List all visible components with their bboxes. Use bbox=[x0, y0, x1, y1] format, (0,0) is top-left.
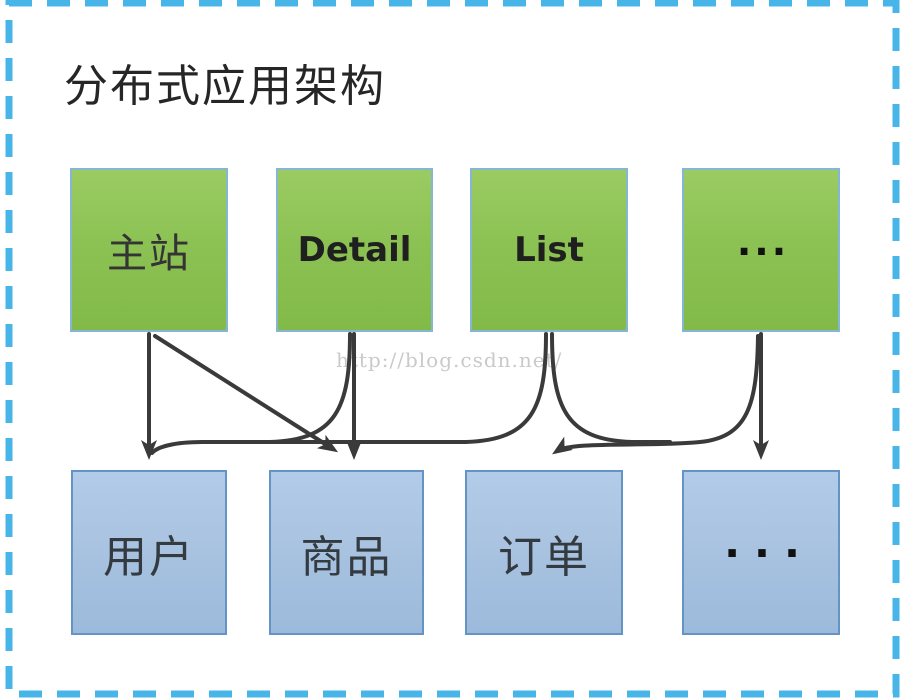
node-label: 订单 bbox=[498, 531, 590, 583]
edge-detail-users bbox=[150, 332, 352, 455]
diagram-title: 分布式应用架构 bbox=[64, 61, 386, 112]
watermark-text: http://blog.csdn.net/ bbox=[336, 348, 563, 372]
node-main-site: 主站 bbox=[70, 168, 228, 332]
node-list: List bbox=[470, 168, 628, 332]
edge-more-orders bbox=[551, 334, 760, 455]
node-label: Detail bbox=[297, 230, 412, 270]
node-orders: 订单 bbox=[465, 470, 623, 635]
node-products: 商品 bbox=[269, 470, 424, 635]
edge-main-products bbox=[153, 334, 339, 453]
node-label: ... bbox=[736, 220, 790, 264]
node-label: 用户 bbox=[103, 531, 195, 583]
edge-list-orders bbox=[550, 332, 672, 444]
node-label: 商品 bbox=[300, 531, 393, 583]
node-users: 用户 bbox=[71, 470, 227, 635]
node-more-apps: ... bbox=[682, 168, 840, 332]
node-label: ... bbox=[724, 518, 814, 567]
node-label: List bbox=[514, 230, 584, 270]
node-label: 主站 bbox=[107, 231, 191, 277]
node-detail: Detail bbox=[276, 168, 433, 332]
node-more-services: ... bbox=[682, 470, 840, 635]
